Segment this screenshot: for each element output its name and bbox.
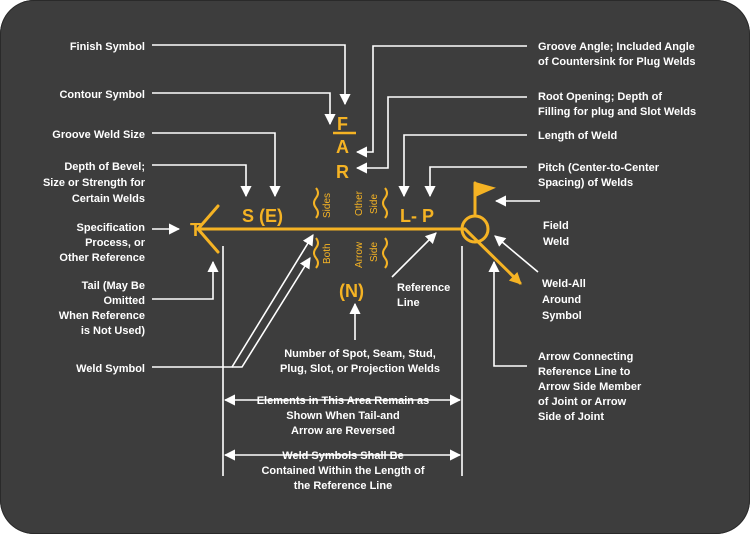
arrow-side-label-2: Side <box>369 242 380 262</box>
reference-line-leader <box>391 232 437 278</box>
arrow-side-label-1: Arrow <box>354 241 365 268</box>
depth-bevel-label-2: Size or Strength for <box>43 177 146 189</box>
elements-area-label-1: Elements in This Area Remain as <box>257 395 430 407</box>
groove-weld-size-label: Groove Weld Size <box>52 129 145 141</box>
finish-letter-f: F <box>337 114 348 134</box>
weld-symbol-letters: F A R T S (E) L- P (N) <box>190 114 434 301</box>
depth-bevel-label-3: Certain Welds <box>72 193 145 205</box>
specification-label-3: Other Reference <box>59 252 145 264</box>
contained-within-label-3: the Reference Line <box>294 480 392 492</box>
arrow-connecting-label-1: Arrow Connecting <box>538 351 633 363</box>
length-pitch-letters: L- P <box>400 206 434 226</box>
both-label: Both <box>322 243 333 264</box>
tail-label-3: When Reference <box>59 310 145 322</box>
contour-leader <box>152 92 336 126</box>
pitch-leader <box>424 166 527 198</box>
weld-symbol-label: Weld Symbol <box>76 363 145 375</box>
depth-bevel-label-1: Depth of Bevel; <box>64 161 145 173</box>
field-weld-label-1: Field <box>543 220 569 232</box>
weld-symbol-graphic <box>196 131 522 285</box>
arrow-connecting-label-2: Reference Line to <box>538 366 631 378</box>
groove-angle-label-1: Groove Angle; Included Angle <box>538 41 695 53</box>
sides-label: Sides <box>322 193 333 218</box>
leader-lines <box>152 44 540 476</box>
weld-symbol-leader-2 <box>232 257 311 368</box>
root-opening-leader <box>355 96 527 174</box>
field-weld-label-2: Weld <box>543 236 569 248</box>
left-labels: Finish Symbol Contour Symbol Groove Weld… <box>43 41 146 375</box>
number-of-spot-label-2: Plug, Slot, or Projection Welds <box>280 363 440 375</box>
contour-symbol-label: Contour Symbol <box>59 89 145 101</box>
finish-leader <box>152 44 351 106</box>
other-side-label-2: Side <box>369 194 380 214</box>
sides-bracket <box>313 187 319 219</box>
groove-angle-letter-a: A <box>336 137 349 157</box>
number-of-spot-label-1: Number of Spot, Seam, Stud, <box>284 348 436 360</box>
size-letters-se: S (E) <box>242 206 283 226</box>
both-bracket <box>313 237 319 269</box>
finish-symbol-label: Finish Symbol <box>70 41 145 53</box>
specification-label-1: Specification <box>77 222 146 234</box>
contained-within-label-2: Contained Within the Length of <box>261 465 424 477</box>
arrow-connecting-label-3: Arrow Side Member <box>538 381 642 393</box>
root-opening-letter-r: R <box>336 162 349 182</box>
tail-label-2: Omitted <box>103 295 145 307</box>
arrow-side-bracket <box>382 237 388 269</box>
specification-label-2: Process, or <box>85 237 146 249</box>
tail-label-1: Tail (May Be <box>82 280 145 292</box>
tail-label-4: is Not Used) <box>81 325 146 337</box>
specification-letter-t: T <box>190 220 201 240</box>
weld-all-around-label-2: Around <box>542 294 581 306</box>
groove-angle-label-2: of Countersink for Plug Welds <box>538 56 695 68</box>
field-weld-flag <box>474 181 496 198</box>
side-labels: Sides Both Other Side Arrow Side <box>322 190 380 268</box>
reference-line-label-2: Line <box>397 297 420 309</box>
arrow-connecting-leader <box>488 260 527 367</box>
other-side-label-1: Other <box>354 190 365 216</box>
contained-within-label-1: Weld Symbols Shall Be <box>282 450 403 462</box>
number-of-welds-n: (N) <box>339 281 364 301</box>
length-weld-leader <box>398 134 527 198</box>
length-of-weld-label: Length of Weld <box>538 130 617 142</box>
groove-angle-leader <box>355 45 527 158</box>
arrow-connecting-label-4: of Joint or Arrow <box>538 396 627 408</box>
root-opening-label-1: Root Opening; Depth of <box>538 91 662 103</box>
right-labels: Groove Angle; Included Angle of Counters… <box>538 41 696 423</box>
pitch-label-1: Pitch (Center-to-Center <box>538 162 660 174</box>
elements-area-label-3: Arrow are Reversed <box>291 425 395 437</box>
arrow-connecting-label-5: Side of Joint <box>538 411 604 423</box>
groove-size-leader <box>152 132 281 198</box>
center-labels: Reference Line Number of Spot, Seam, Stu… <box>257 282 451 492</box>
pitch-label-2: Spacing) of Welds <box>538 177 633 189</box>
elements-area-label-2: Shown When Tail-and <box>286 410 399 422</box>
reference-line-label-1: Reference <box>397 282 450 294</box>
tail-leader <box>152 260 219 300</box>
other-side-bracket <box>382 187 388 219</box>
weld-all-around-leader <box>494 235 539 273</box>
weld-all-around-label-3: Symbol <box>542 310 582 322</box>
depth-bevel-leader <box>152 164 252 198</box>
tail-symbol <box>196 204 220 254</box>
root-opening-label-2: Filling for plug and Slot Welds <box>538 106 696 118</box>
arrow-line <box>463 227 522 285</box>
weld-all-around-label-1: Weld-All <box>542 278 586 290</box>
